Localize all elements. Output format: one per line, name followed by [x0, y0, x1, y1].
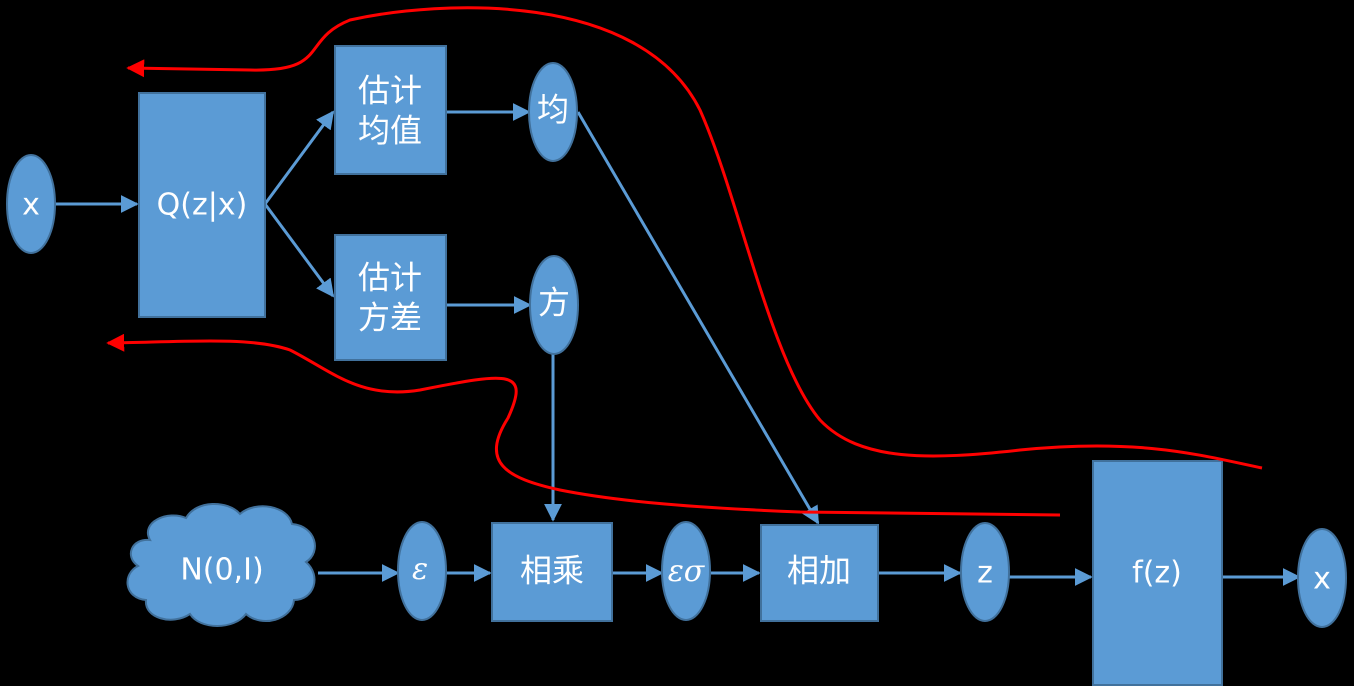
red-annotations: [106, 6, 1263, 517]
mean-label: 均: [537, 91, 569, 129]
multiply-label: 相乘: [520, 552, 584, 590]
var-estimator-label-line2: 方差: [358, 299, 422, 337]
node-x-input: x: [6, 154, 56, 254]
edge-encoder-to-var-estimator: [263, 203, 335, 298]
node-encoder: Q(z|x): [138, 92, 266, 318]
node-mean-estimator: 估计 均值: [334, 45, 447, 175]
epsilon-label: ε: [412, 552, 428, 587]
edge-mean-to-add: [576, 111, 820, 525]
node-mean: 均: [528, 62, 578, 162]
node-multiply: 相乘: [491, 522, 613, 622]
node-add: 相加: [760, 524, 879, 622]
edges: [55, 103, 1301, 586]
var-estimator-label-line1: 估计: [358, 259, 422, 297]
red-curve-bottom: [106, 333, 1061, 517]
eps-sigma-label: εσ: [668, 554, 706, 589]
z-label: z: [977, 556, 993, 591]
variance-label: 方: [538, 284, 570, 322]
add-label: 相加: [787, 552, 851, 590]
node-epsilon: ε: [397, 521, 447, 621]
decoder-label: f(z): [1132, 556, 1182, 591]
node-z: z: [960, 522, 1010, 622]
encoder-label: Q(z|x): [157, 188, 248, 223]
node-variance: 方: [529, 255, 579, 355]
noise-source-label: N(0,I): [180, 553, 263, 588]
edge-encoder-to-mean-estimator: [263, 110, 335, 205]
node-eps-sigma: εσ: [661, 521, 711, 621]
red-curve-top: [126, 6, 1263, 470]
node-var-estimator: 估计 方差: [334, 234, 447, 361]
mean-estimator-label-line2: 均值: [358, 112, 422, 150]
mean-estimator-label-line1: 估计: [358, 72, 422, 110]
x-input-label: x: [22, 188, 40, 223]
x-output-label: x: [1313, 562, 1331, 597]
noise-cloud-shape: [126, 502, 316, 627]
node-x-output: x: [1297, 528, 1347, 628]
node-noise-source: N(0,I): [126, 502, 316, 627]
node-decoder: f(z): [1092, 460, 1223, 686]
